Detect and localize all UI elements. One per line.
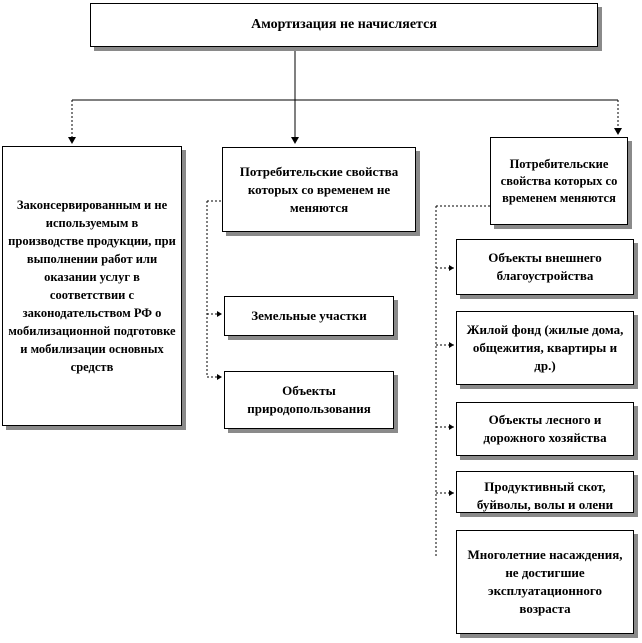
root-box: Амортизация не начисляется — [90, 3, 598, 47]
right-child-perennials: Многолетние насаждения, не достигшие экс… — [456, 530, 634, 634]
right-category-label: Потребительские свойства которых со врем… — [500, 156, 618, 205]
middle-child-label: Объекты природопользования — [247, 383, 371, 416]
right-child-housing: Жилой фонд (жилые дома, общежития, кварт… — [456, 311, 634, 385]
right-child-landscape: Объекты внешнего благоустройства — [456, 239, 634, 295]
right-child-label: Жилой фонд (жилые дома, общежития, кварт… — [466, 322, 624, 373]
right-child-label: Продуктивный скот, буйволы, волы и олени — [476, 479, 614, 512]
right-child-label: Многолетние насаждения, не достигшие экс… — [467, 547, 623, 616]
right-child-livestock: Продуктивный скот, буйволы, волы и олени — [456, 471, 634, 513]
right-child-label: Объекты лесного и дорожного хозяйства — [483, 412, 607, 445]
middle-child-label: Земельные участки — [251, 308, 367, 323]
right-category-box: Потребительские свойства которых со врем… — [490, 137, 628, 225]
middle-child-nature: Объекты природопользования — [224, 371, 394, 429]
left-category-box: Законсервированным и не используемым в п… — [2, 146, 182, 426]
middle-category-box: Потребительские свойства которых со врем… — [222, 147, 416, 232]
right-child-forest-road: Объекты лесного и дорожного хозяйства — [456, 402, 634, 456]
left-category-label: Законсервированным и не используемым в п… — [8, 198, 176, 374]
root-label: Амортизация не начисляется — [251, 17, 437, 32]
middle-child-land: Земельные участки — [224, 296, 394, 336]
middle-category-label: Потребительские свойства которых со врем… — [239, 163, 399, 215]
right-child-label: Объекты внешнего благоустройства — [488, 250, 602, 283]
